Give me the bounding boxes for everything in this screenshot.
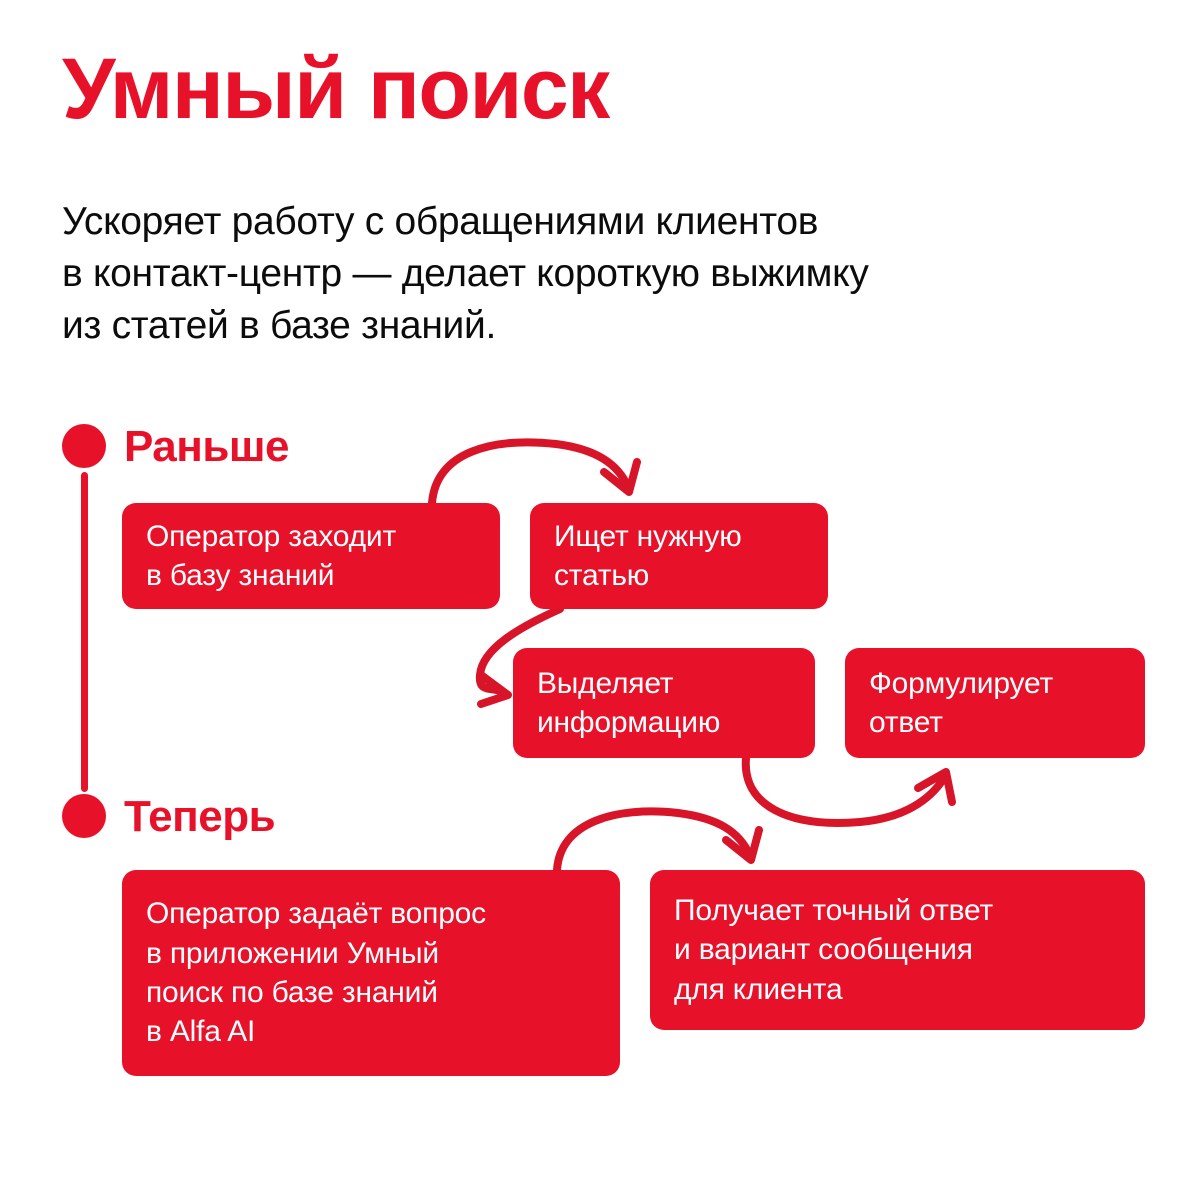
timeline-rail [81,472,88,792]
flow-box-operator-opens-kb[interactable]: Оператор заходит в базу знаний [122,503,500,609]
subtitle-line: Ускоряет работу с обращениями клиентов [62,200,819,243]
flow-box-line: Оператор заходит [146,519,397,553]
subtitle-line: в контакт-центр — делает короткую выжимк… [62,251,869,295]
flow-box-line: для клиента [674,972,843,1006]
flow-box-line: Выделяет [537,666,674,700]
page-subtitle: Ускоряет работу с обращениями клиентов в… [62,196,1172,352]
flow-box-line: и вариант сообщения [674,933,973,967]
flow-box-operator-asks-question[interactable]: Оператор задаёт вопрос в приложении Умны… [122,870,620,1076]
flow-box-line: ответ [869,706,943,739]
subtitle-line: из статей в базе знаний. [62,303,497,347]
flow-box-highlights-information[interactable]: Выделяет информацию [513,648,815,758]
flow-box-line: Формулирует [869,666,1053,700]
flow-box-line: информацию [537,706,721,739]
curved-arrow-icon-1 [428,438,641,507]
flow-box-receives-exact-answer[interactable]: Получает точный ответ и вариант сообщени… [650,870,1145,1030]
flow-box-line: статью [554,559,650,592]
flow-box-line: поиск по базе знаний [146,976,438,1009]
curved-arrow-icon-4 [553,807,763,874]
circle-bullet-icon-now [62,794,106,838]
flow-box-line: в Alfa AI [146,1015,256,1049]
flow-box-line: Получает точный ответ [674,894,994,928]
flow-box-searches-article[interactable]: Ищет нужную статью [530,503,828,609]
circle-bullet-icon-before [62,424,106,468]
flow-box-formulates-answer[interactable]: Формулирует ответ [845,648,1145,758]
page-title: Умный поиск [62,41,610,137]
flow-box-line: в приложении Умный [146,936,439,970]
stage-label-before: Раньше [124,422,290,471]
flow-box-line: Оператор задаёт вопрос [146,897,486,931]
flow-box-line: Ищет нужную [554,519,742,553]
curved-arrow-icon-3 [741,754,956,827]
flow-box-line: в базу знаний [146,559,335,592]
stage-label-now: Теперь [124,792,276,841]
